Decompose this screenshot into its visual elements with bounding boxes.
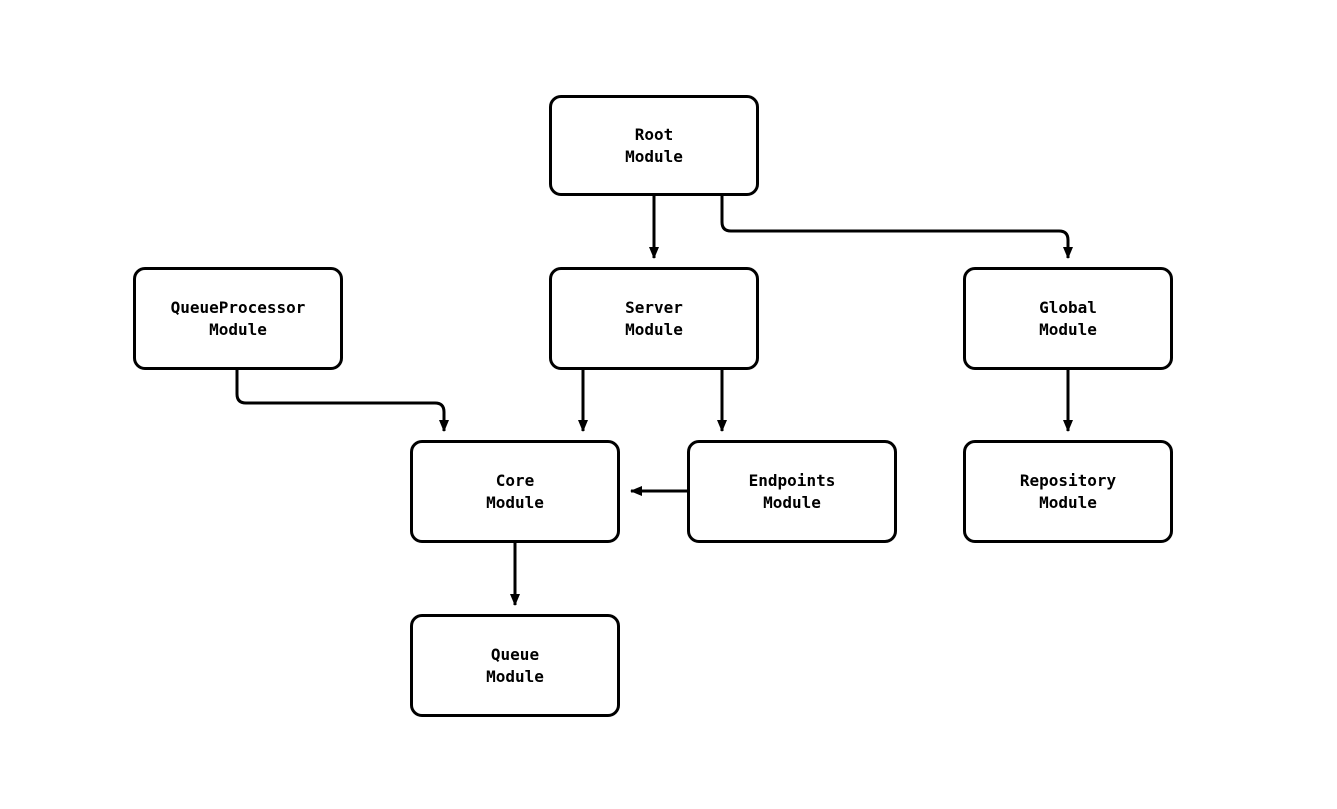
node-repository-label: Repository Module	[1019, 470, 1117, 512]
node-root[interactable]: Root Module	[549, 95, 759, 196]
node-queue-label: Queue Module	[486, 644, 544, 686]
edges-group	[235, 196, 1073, 606]
edge-queueprocessor-to-core	[235, 370, 449, 432]
node-queueprocessor[interactable]: QueueProcessor Module	[133, 267, 343, 370]
node-global[interactable]: Global Module	[963, 267, 1173, 370]
node-queue[interactable]: Queue Module	[410, 614, 620, 717]
node-root-label: Root Module	[625, 124, 683, 166]
node-core-label: Core Module	[486, 470, 544, 512]
node-global-label: Global Module	[1039, 297, 1097, 339]
node-repository[interactable]: Repository Module	[963, 440, 1173, 543]
node-core[interactable]: Core Module	[410, 440, 620, 543]
edge-root-to-global	[720, 196, 1073, 259]
node-endpoints[interactable]: Endpoints Module	[687, 440, 897, 543]
node-endpoints-label: Endpoints Module	[748, 470, 836, 512]
node-queueprocessor-label: QueueProcessor Module	[170, 297, 306, 339]
node-server[interactable]: Server Module	[549, 267, 759, 370]
node-server-label: Server Module	[625, 297, 683, 339]
